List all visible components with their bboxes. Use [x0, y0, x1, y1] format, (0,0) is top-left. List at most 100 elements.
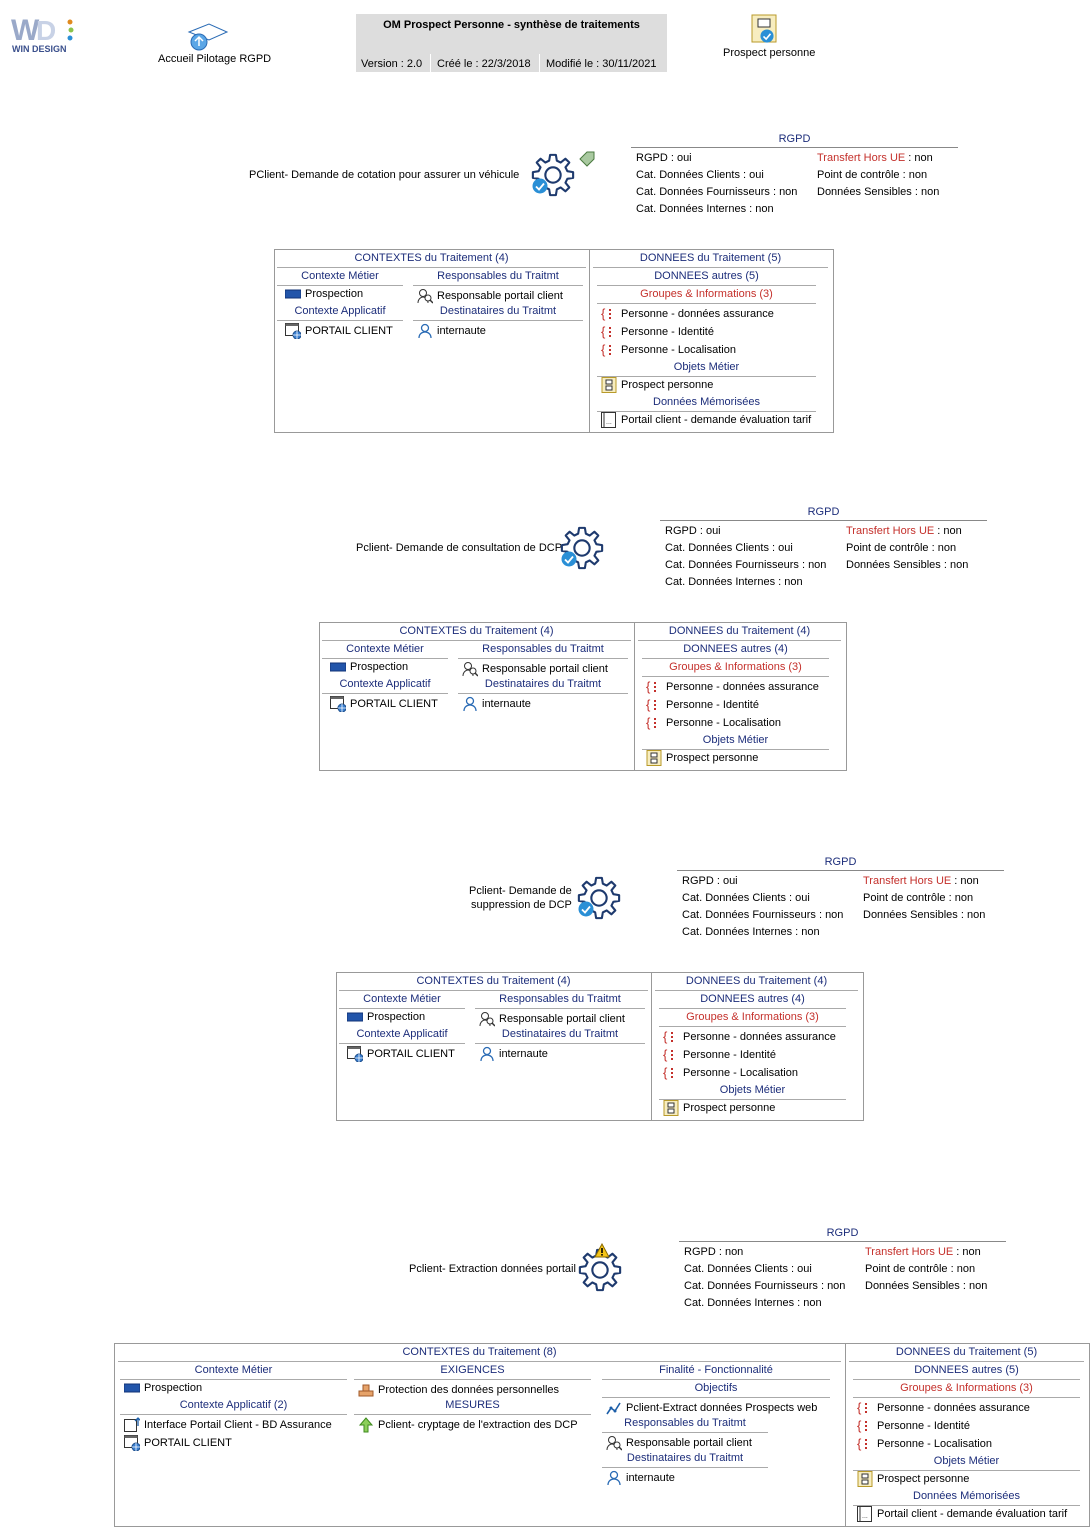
rgpd-divider [631, 147, 958, 148]
objet-prospect-personne[interactable]: Prospect personne [857, 1471, 969, 1487]
responsable-portail-label: Responsable portail client [437, 289, 563, 302]
destinataire-internaute-label: internaute [437, 324, 486, 337]
exigences-header: EXIGENCES [440, 1364, 505, 1376]
contexte-prospection[interactable]: Prospection [347, 1011, 425, 1023]
contexte-portail-client[interactable]: PORTAIL CLIENT [285, 323, 393, 339]
grp-icon [646, 679, 656, 694]
document-header: OM Prospect Personne - synthèse de trait… [356, 14, 667, 72]
contexte-prospection[interactable]: Prospection [330, 661, 408, 673]
rgpd-transfert-label: Transfert Hors UE [846, 525, 935, 537]
destinataires-header-underline [458, 693, 628, 694]
groupe-donnees-assurance[interactable]: Personne - données assurance [646, 679, 819, 695]
responsables-header-underline [413, 285, 583, 286]
donnees-header: DONNEES du Traitement (5) [639, 252, 782, 264]
groupe-identite-label: Personne - Identité [877, 1419, 970, 1432]
rgpd-transfert-label: Transfert Hors UE [863, 875, 952, 887]
treatment-gear-icon[interactable] [559, 525, 609, 575]
rgpd-status: RGPD : oui [665, 525, 721, 537]
object-link[interactable]: Prospect personne [720, 14, 820, 64]
donnees-header: DONNEES du Traitement (4) [668, 625, 811, 637]
home-link[interactable]: Accueil Pilotage RGPD [150, 18, 275, 68]
contexte-prospection[interactable]: Prospection [124, 1382, 202, 1394]
contexte-portail-client[interactable]: PORTAIL CLIENT [347, 1046, 455, 1062]
groupe-localisation[interactable]: Personne - Localisation [601, 342, 736, 358]
objet-prospect-personne[interactable]: Prospect personne [601, 377, 713, 393]
objet-prospect-personne[interactable]: Prospect personne [646, 750, 758, 766]
rgpd-transfert-value: : non [934, 525, 962, 537]
treatment-name-line1[interactable]: Pclient- Demande de [469, 885, 572, 897]
groupe-localisation[interactable]: Personne - Localisation [857, 1436, 992, 1452]
destinataire-internaute[interactable]: internaute [606, 1470, 675, 1486]
mesures-header: MESURES [445, 1399, 500, 1411]
responsable-portail[interactable]: Responsable portail client [417, 288, 563, 304]
rgpd-point-controle: Point de contrôle : non [863, 892, 974, 904]
iface-icon [124, 1417, 140, 1433]
donnees-header: DONNEES du Traitement (5) [895, 1346, 1038, 1358]
donnees-header-underline [593, 267, 828, 268]
responsable-portail-label: Responsable portail client [482, 662, 608, 675]
groupe-identite[interactable]: Personne - Identité [601, 324, 714, 340]
treatment-name[interactable]: Pclient- Extraction données portail [409, 1263, 576, 1275]
contexte-portail-client[interactable]: PORTAIL CLIENT [330, 696, 438, 712]
bar-icon [285, 289, 301, 299]
exigence-protection[interactable]: Protection des données personnelles [358, 1382, 559, 1398]
contexte-portail-client-label: PORTAIL CLIENT [350, 697, 438, 710]
treatment-summary-box [336, 972, 864, 1121]
exigences-header-underline [354, 1379, 591, 1380]
destinataires-header-underline [413, 320, 583, 321]
treatment-gear-icon[interactable] [577, 1243, 627, 1297]
contexte-portail-client[interactable]: PORTAIL CLIENT [124, 1435, 232, 1451]
objet-prospect-personne[interactable]: Prospect personne [663, 1100, 775, 1116]
treatment-name-line2[interactable]: suppression de DCP [471, 899, 572, 911]
responsable-portail[interactable]: Responsable portail client [479, 1011, 625, 1027]
treatment-summary-box [114, 1343, 1090, 1527]
svg-text:D: D [36, 15, 56, 46]
grp-icon [857, 1400, 867, 1415]
treatment-name[interactable]: PClient- Demande de cotation pour assure… [249, 169, 520, 181]
responsable-portail[interactable]: Responsable portail client [462, 661, 608, 677]
contexte-metier-header: Contexte Métier [363, 993, 441, 1005]
groupes-header-underline [853, 1397, 1080, 1398]
groupe-localisation[interactable]: Personne - Localisation [663, 1065, 798, 1081]
treatment-gear-icon[interactable] [576, 875, 626, 925]
groupe-donnees-assurance[interactable]: Personne - données assurance [601, 306, 774, 322]
responsable-portail[interactable]: Responsable portail client [606, 1435, 752, 1451]
contexte-prospection-label: Prospection [367, 1011, 426, 1023]
donnees-autres-header: DONNEES autres (4) [683, 643, 788, 655]
rgpd-cat-internes: Cat. Données Internes : non [665, 576, 803, 588]
app-icon [347, 1046, 363, 1062]
objectifs-header: Objectifs [694, 1382, 738, 1394]
groupe-localisation[interactable]: Personne - Localisation [646, 715, 781, 731]
responsables-header: Responsables du Traitmt [624, 1417, 746, 1429]
obj-icon [646, 750, 662, 766]
memorisee-demande-tarif[interactable]: Portail client - demande évaluation tari… [857, 1506, 1067, 1522]
groupe-identite[interactable]: Personne - Identité [857, 1418, 970, 1434]
obj-icon [601, 377, 617, 393]
groupe-identite[interactable]: Personne - Identité [663, 1047, 776, 1063]
object-link-label: Prospect personne [723, 47, 816, 59]
destinataire-internaute[interactable]: internaute [479, 1046, 548, 1062]
objets-metier-header-underline [853, 1470, 1080, 1471]
grp-icon [601, 306, 611, 321]
destinataire-internaute[interactable]: internaute [462, 696, 531, 712]
objectif-extract[interactable]: Pclient-Extract données Prospects web [606, 1400, 817, 1416]
memorisee-demande-tarif[interactable]: Portail client - demande évaluation tari… [601, 412, 811, 428]
groupe-donnees-assurance-label: Personne - données assurance [621, 307, 774, 320]
rgpd-point-controle: Point de contrôle : non [865, 1263, 976, 1275]
contexte-metier-header: Contexte Métier [346, 643, 424, 655]
rgpd-donnees-sensibles: Données Sensibles : non [817, 186, 940, 198]
treatment-name[interactable]: Pclient- Demande de consultation de DCP [356, 542, 563, 554]
mesure-cryptage[interactable]: Pclient- cryptage de l'extraction des DC… [358, 1417, 578, 1433]
groupe-donnees-assurance[interactable]: Personne - données assurance [857, 1400, 1030, 1416]
contextes-header: CONTEXTES du Traitement (4) [399, 625, 554, 637]
grp-icon [857, 1418, 867, 1433]
destinataire-internaute[interactable]: internaute [417, 323, 486, 339]
treatment-gear-icon[interactable] [530, 152, 580, 202]
objectif-extract-label: Pclient-Extract données Prospects web [626, 1401, 818, 1414]
contexte-interface-portail[interactable]: Interface Portail Client - BD Assurance [124, 1417, 332, 1433]
contexte-prospection[interactable]: Prospection [285, 288, 363, 300]
groupe-identite[interactable]: Personne - Identité [646, 697, 759, 713]
groupe-donnees-assurance[interactable]: Personne - données assurance [663, 1029, 836, 1045]
obj-icon [857, 1471, 873, 1487]
donnees-memorisees-header: Données Mémorisées [913, 1490, 1020, 1502]
